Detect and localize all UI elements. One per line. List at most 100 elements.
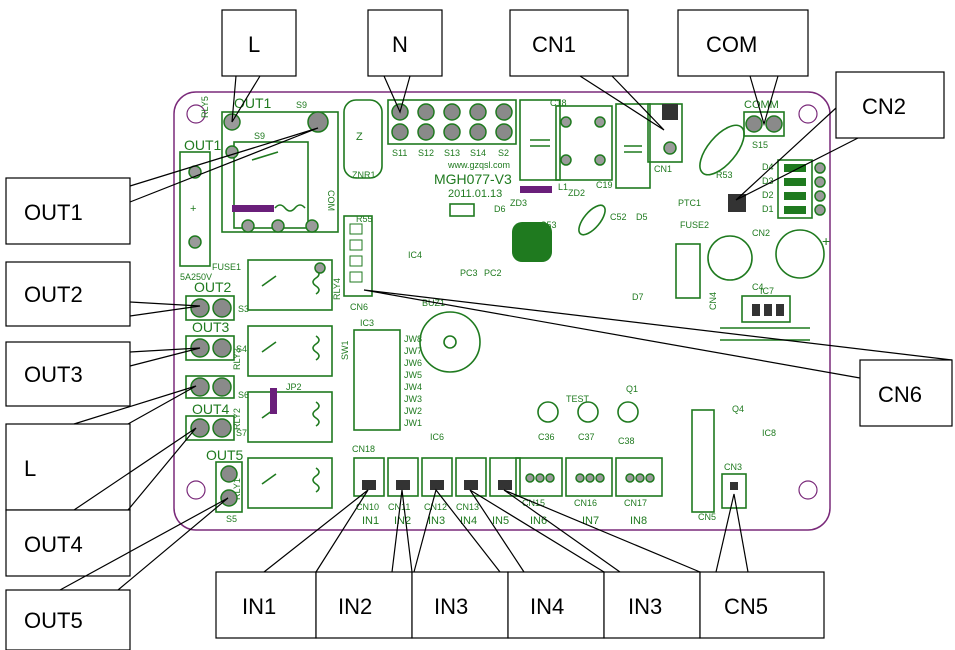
silk-cn12: CN12: [424, 502, 447, 512]
fuse2-block: [675, 243, 701, 299]
callout-in1: IN1: [215, 489, 369, 639]
transistor: [537, 401, 559, 423]
silk-ic3: IC3: [360, 318, 374, 328]
callout-l-left: L: [5, 385, 197, 511]
terminal-out2: [185, 295, 235, 321]
silk-s4: S4: [236, 344, 247, 354]
callout-cn5-label: CN5: [724, 594, 768, 619]
silk-c52: C52: [610, 212, 627, 222]
silk-cn11: CN11: [388, 502, 410, 512]
callout-in3-label: IN3: [434, 594, 468, 619]
diode: [449, 203, 475, 217]
diode-bank: [777, 159, 826, 219]
svg-text:Z: Z: [356, 131, 363, 143]
silk-jw5: JW5: [404, 370, 422, 380]
input-connectors: [353, 457, 663, 497]
silk-in5: IN5: [492, 515, 509, 527]
silk-cn6: CN6: [350, 302, 368, 312]
silk-s15: S15: [752, 140, 768, 150]
silk-zd2: ZD2: [568, 188, 585, 198]
silk-q4: Q4: [732, 404, 744, 414]
callout-out3-label: OUT3: [24, 362, 83, 387]
silk-out3: OUT3: [192, 319, 230, 335]
power-section: [519, 99, 683, 189]
silk-cn15: CN15: [522, 498, 545, 508]
silk-s14: S14: [470, 148, 486, 158]
silk-c4: C4: [752, 282, 764, 292]
mount-hole: [798, 480, 818, 500]
silk-cn4: CN4: [708, 292, 718, 310]
callout-in3: IN3: [411, 488, 509, 639]
silk-l1: L1: [558, 182, 568, 192]
silk-out1-left: OUT1: [184, 137, 222, 153]
silk-jw1: JW1: [404, 418, 422, 428]
silk-rly2: RLY2: [232, 408, 242, 430]
silk-out1: OUT1: [234, 95, 272, 111]
terminal-out4: [185, 415, 235, 441]
silk-jw7: JW7: [404, 346, 422, 356]
silk-cn5: CN5: [698, 512, 716, 522]
silk-rly1: RLY1: [232, 478, 242, 500]
silk-s13: S13: [444, 148, 460, 158]
callout-cn5: CN5: [699, 493, 825, 639]
terminal-out5: [215, 461, 243, 513]
silk-pc2: PC2: [484, 268, 502, 278]
silk-q1: Q1: [626, 384, 638, 394]
callout-n-label: N: [392, 32, 408, 57]
capacitor-c4: [707, 235, 753, 281]
callout-out2: OUT2: [5, 261, 201, 327]
callout-out5: OUT5: [5, 497, 229, 650]
silk-out5: OUT5: [206, 447, 244, 463]
callout-out4: OUT4: [5, 427, 197, 577]
terminal-out3: [185, 335, 235, 361]
silk-s6: S6: [238, 390, 249, 400]
callout-in2: IN2: [315, 489, 413, 639]
callout-l-top: L: [221, 9, 297, 123]
mount-hole: [186, 480, 206, 500]
callout-out5-label: OUT5: [24, 608, 83, 633]
varistor: [699, 124, 745, 176]
silk-jp2: JP2: [286, 382, 302, 392]
capacitor-c2: [775, 229, 825, 279]
callout-com: COM: [677, 9, 809, 127]
silk-c19: C19: [596, 180, 613, 190]
silk-c18: C18: [550, 98, 567, 108]
silk-s3: S3: [238, 304, 249, 314]
fuse1-block: +: [179, 151, 211, 267]
callout-l-left-label: L: [24, 456, 36, 481]
silk-cn10: CN10: [356, 502, 379, 512]
silk-r55: R55: [356, 214, 373, 224]
transistor: [577, 401, 599, 423]
silk-in8: IN8: [630, 515, 647, 527]
silk-sw1: SW1: [340, 340, 350, 360]
silk-out4: OUT4: [192, 401, 230, 417]
silk-jw2: JW2: [404, 406, 422, 416]
silk-c37: C37: [578, 432, 595, 442]
callout-out1-label: OUT1: [24, 200, 83, 225]
buzzer: [419, 311, 481, 373]
silk-s5: S5: [226, 514, 237, 524]
silk-s7: S7: [236, 428, 247, 438]
silk-jw4: JW4: [404, 382, 422, 392]
callout-out2-label: OUT2: [24, 282, 83, 307]
silk-rating: 5A250V: [180, 272, 212, 282]
silk-d2: D2: [762, 190, 774, 200]
board-url: www.gzqsl.com: [447, 160, 510, 170]
silk-rly5: RLY5: [200, 96, 210, 118]
silk-ic6: IC6: [430, 432, 444, 442]
silk-zd3: ZD3: [510, 198, 527, 208]
pad: [307, 111, 329, 133]
silk-rly4: RLY4: [332, 278, 342, 300]
silk-cn3: CN3: [724, 462, 742, 472]
silk-fuse2: FUSE2: [680, 220, 709, 230]
switch-array-sw1: [353, 329, 401, 431]
silk-in4: IN4: [460, 515, 477, 527]
silk-znr1: ZNR1: [352, 170, 376, 180]
relay-out3: [247, 325, 333, 377]
silk-s2: S2: [498, 148, 509, 158]
silk-in6: IN6: [530, 515, 547, 527]
silk-ic4: IC4: [408, 250, 422, 260]
callout-cn1-label: CN1: [532, 32, 576, 57]
board-model: MGH077-V3: [434, 171, 512, 187]
